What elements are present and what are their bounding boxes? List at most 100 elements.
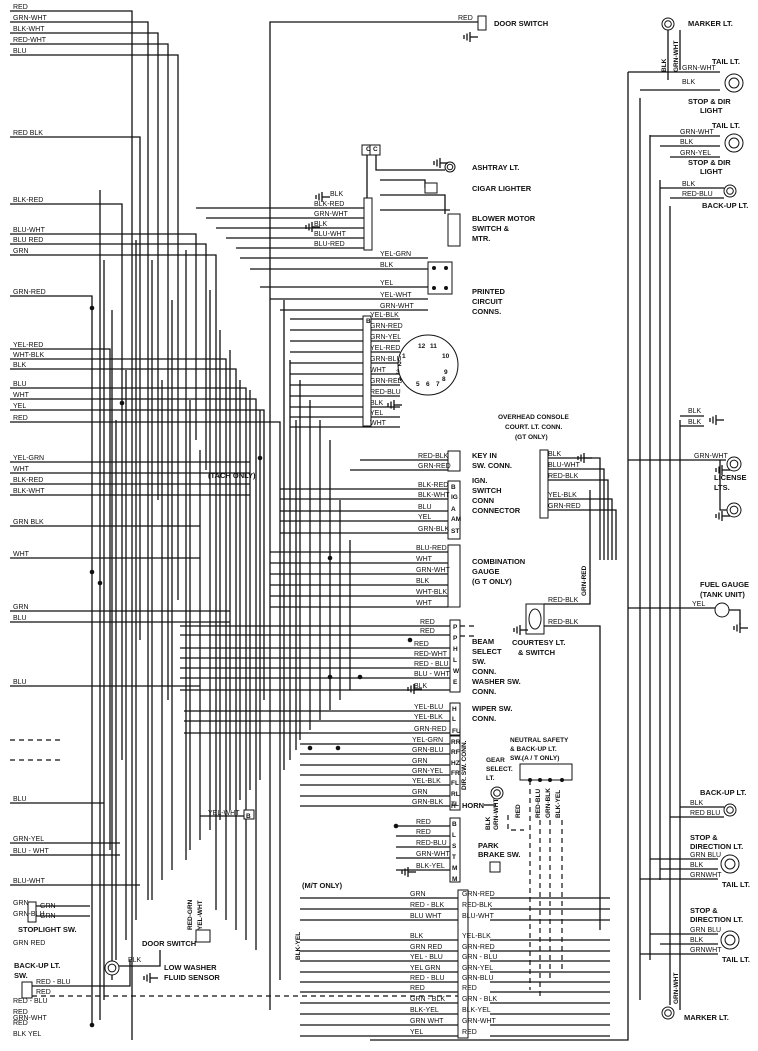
c-connector [369, 144, 381, 156]
wire [119, 950, 161, 967]
wire-label: RED [416, 819, 431, 826]
connector-pin-number: 8 [442, 376, 446, 383]
beam-select-connector [449, 619, 461, 693]
ign-switch-connector [447, 480, 461, 540]
junction-dot [327, 555, 333, 561]
wire-label: BLK [370, 400, 384, 407]
wire-label: YEL GRN [410, 965, 440, 972]
ign-pin-letter: A [451, 506, 456, 513]
wire-label: RED-BLK [548, 619, 579, 626]
beam-pin-letter: P [453, 624, 458, 631]
left-wire-label: BLU - WHT [13, 848, 50, 855]
washer-sensor-icon [107, 963, 117, 973]
left-wire-label: BLU-WHT [13, 878, 46, 885]
wire-label: GRNWHT [690, 947, 722, 954]
wire-label: GRN-WHT [493, 799, 500, 830]
washer-sw-label: CONN. [472, 687, 496, 696]
connector-pin-number: 10 [442, 353, 450, 360]
wire-label: BLU WHT [410, 913, 442, 920]
beam-pin-letter: H [453, 646, 458, 653]
wire-label: GRN-RED [462, 944, 495, 951]
console-connector [539, 449, 549, 519]
wire-label: RED [420, 619, 435, 626]
cigar-lighter-label: CIGAR LIGHTER [472, 184, 532, 193]
wire-label: RED [458, 15, 473, 22]
console-wire [548, 468, 605, 560]
combination-gauge-connector [447, 544, 461, 608]
wire-yel [10, 409, 265, 700]
left-wire-label: YEL-RED [13, 342, 43, 349]
connector-pin-number: 11 [430, 343, 437, 350]
wire-label: RED-BLK [418, 453, 449, 460]
left-wire-label: RED [13, 4, 28, 11]
wire-label: RED - BLK [410, 902, 445, 909]
wire-blk-red [10, 203, 123, 760]
wire-label: GRN-RED [548, 503, 581, 510]
wiper-connector [449, 702, 461, 736]
connector-pin-number: 2 [398, 361, 402, 368]
wire-blu-red [10, 243, 207, 470]
wire-label: RED-BLU [682, 191, 713, 198]
wire-label: BLK [380, 262, 394, 269]
overhead-console-label: COURT. LT. CONN. [505, 424, 562, 431]
b-connector-label: B [366, 318, 371, 325]
marker-light-label: MARKER LT. [688, 19, 733, 28]
printed-circuit-label: CIRCUIT [472, 297, 503, 306]
wire-label: GRN-BLU [412, 747, 444, 754]
left-wire-label: WHT [13, 392, 30, 399]
wire-label: BLK-YEL [462, 1007, 491, 1014]
wire-label: BLK-YEL [410, 1007, 439, 1014]
dir-pin-letter: FR [451, 770, 460, 777]
wire-label: RED-BLU [416, 840, 447, 847]
wire-label: RED-BLU [370, 389, 401, 396]
wire-label: BLK [314, 221, 328, 228]
door-switch-connector [195, 929, 211, 943]
mt-only-label: (M/T ONLY) [302, 881, 343, 890]
wire-label: BLK [688, 408, 702, 415]
wire-label: GRN-WHT [680, 129, 715, 136]
wire-label: GRN-RED [414, 726, 447, 733]
connector-pin-number: 12 [418, 343, 426, 350]
wire-red [10, 10, 133, 1040]
wire-label: YEL-WHT [208, 810, 240, 817]
junction-dot [393, 823, 399, 829]
beam-pin-letter: L [453, 657, 457, 664]
wire-label: RED [410, 985, 425, 992]
backup-light-label: BACK-UP LT. [700, 788, 746, 797]
left-wire-label: BLU-WHT [13, 227, 46, 234]
left-wire-label: RED BLK [13, 130, 43, 137]
blower-label: SWITCH & [472, 224, 510, 233]
wire-label: RED - BLU [36, 979, 71, 986]
backup-switch [21, 981, 33, 999]
wire-label: BLK [128, 957, 142, 964]
dir-pin-letter: RR [451, 739, 461, 746]
wire-label: GRN-WHT [673, 973, 680, 1004]
wire-label: BLK-YEL [295, 932, 302, 960]
left-wire-label: GRN BLK [13, 519, 44, 526]
console-wire [548, 498, 613, 560]
key-in-label: KEY IN [472, 451, 497, 460]
junction-dot [407, 637, 413, 643]
wire-label: BLK-WHT [418, 492, 450, 499]
wire-label: GRN-WHT [462, 1018, 497, 1025]
wire-label: GRN-RED [462, 891, 495, 898]
wire-label: BLU-WHT [548, 462, 581, 469]
console-wire [548, 509, 617, 560]
wire-label: RED BLU [690, 810, 720, 817]
component-symbols [89, 17, 748, 1028]
connector-pin-number: 9 [444, 369, 448, 376]
connector-pin-number: 5 [416, 381, 420, 388]
wire-label: GRN-WHT [380, 303, 415, 310]
stoplight-switch-label: STOPLIGHT SW. [18, 925, 77, 934]
stoplight-switch [27, 901, 37, 923]
junction-dot [89, 1022, 95, 1028]
ign-pin-letter: ST [451, 528, 459, 535]
wiper-pin-letter: FU [452, 728, 461, 735]
wire-label: YEL-BLK [412, 778, 441, 785]
park-brake-label: BRAKE SW. [478, 850, 521, 859]
ign-pin-letter: IG [451, 494, 458, 501]
courtesy-label: & SWITCH [518, 648, 555, 657]
marker-light-icon [664, 1009, 672, 1017]
wire-grn-wht [10, 21, 149, 900]
wire-label: WHT-BLK [416, 589, 447, 596]
